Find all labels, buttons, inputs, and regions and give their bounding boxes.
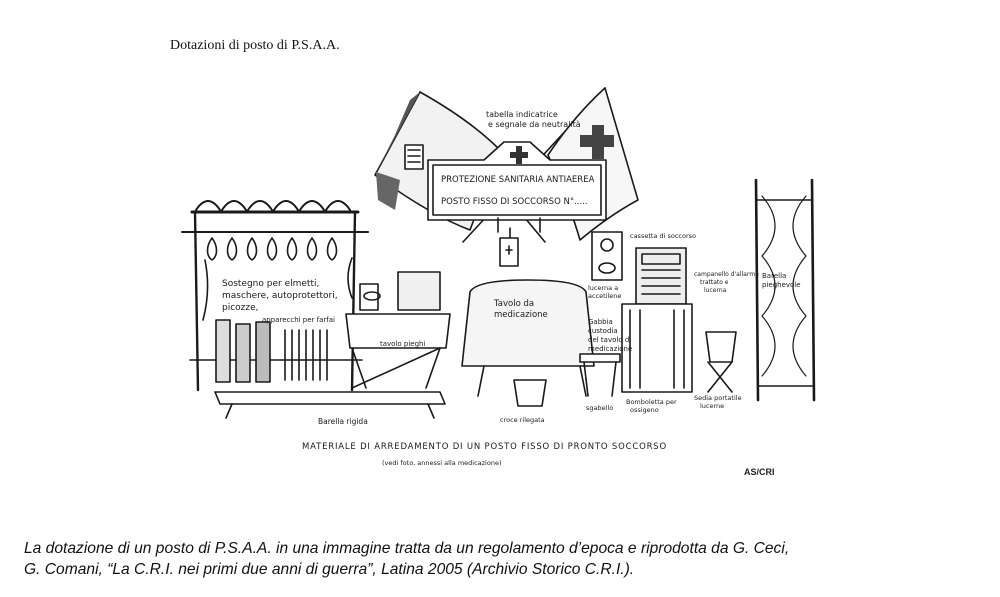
rack-label-4: apparecchi per farfai xyxy=(262,316,335,324)
stool-label: sgabello xyxy=(586,404,613,412)
caption-line-2: G. Comani, “La C.R.I. nei primi due anni… xyxy=(24,561,635,578)
lamp-label-1: campanello d'allarme xyxy=(694,271,759,278)
rack-label-1: Sostegno per elmetti, xyxy=(222,279,319,289)
drawing-main-caption: MATERIALE DI ARREDAMENTO DI UN POSTO FIS… xyxy=(302,442,667,452)
clock-label-1: lucerna a xyxy=(588,284,618,292)
scan-title: Dotazioni di posto di P.S.A.A. xyxy=(170,38,340,53)
wall-lamp xyxy=(591,231,623,281)
figure-caption: La dotazione di un posto di P.S.A.A. in … xyxy=(24,538,994,580)
folding-table xyxy=(345,271,451,389)
illustration: tabella indicatrice e segnale da neutral… xyxy=(181,87,816,467)
bench-label-2: ossigeno xyxy=(630,406,659,414)
rack-table-label: tavolo pieghi xyxy=(380,340,425,348)
cabinet-label-1: Gabbia xyxy=(588,318,613,326)
bench-label-1: Bomboletta per xyxy=(626,398,677,406)
sign-bottom-text: POSTO FISSO DI SOCCORSO N°..... xyxy=(441,197,588,207)
right-stretcher-label-1: Barella xyxy=(762,272,786,280)
first-aid-cabinet xyxy=(621,247,693,393)
stool xyxy=(579,353,621,397)
table-label-1: Tavolo da xyxy=(493,299,534,309)
rigid-stretcher xyxy=(214,391,446,419)
helmet-rack xyxy=(181,200,369,392)
caption-line-1: La dotazione di un posto di P.S.A.A. in … xyxy=(24,540,790,557)
stretcher-rigid-label: Barella rigida xyxy=(318,417,368,426)
box-label: cassetta di soccorso xyxy=(630,232,696,240)
flag-sign-note-1: tabella indicatrice xyxy=(486,110,558,119)
table-label-2: medicazione xyxy=(494,310,548,320)
lamp-label-3: lucerna xyxy=(704,287,727,294)
cabinet-label-4: medicazione xyxy=(588,345,632,353)
folding-stretcher xyxy=(754,178,816,402)
folding-chair xyxy=(705,331,737,393)
sign-board xyxy=(427,141,607,233)
clock-label-2: accetilene xyxy=(588,292,621,300)
drawing-sub-caption: (vedi foto, annessi alla medicazione) xyxy=(382,459,501,467)
lamp-label-2: trattato e xyxy=(700,279,729,286)
cross-lantern xyxy=(499,227,519,267)
chair-label-2: lucerne xyxy=(700,402,724,410)
cross-label: croce rilegata xyxy=(500,416,545,424)
rack-label-2: maschere, autoprotettori, xyxy=(222,291,338,301)
cabinet-label-2: custodia xyxy=(588,327,618,335)
dressing-table xyxy=(461,279,595,407)
sign-top-text: PROTEZIONE SANITARIA ANTIAEREA xyxy=(441,175,595,185)
chair-label-1: Sedia portatile xyxy=(694,394,742,402)
scanned-page: Dotazioni di posto di P.S.A.A. xyxy=(170,38,816,477)
right-stretcher-label-2: pieghevole xyxy=(762,281,801,289)
rack-label-3: picozze, xyxy=(222,303,259,313)
archive-credit: AS/CRI xyxy=(744,467,775,477)
flag-sign-note-2: e segnale da neutralità xyxy=(488,120,581,129)
cabinet-label-3: del tavolo di xyxy=(588,336,631,344)
